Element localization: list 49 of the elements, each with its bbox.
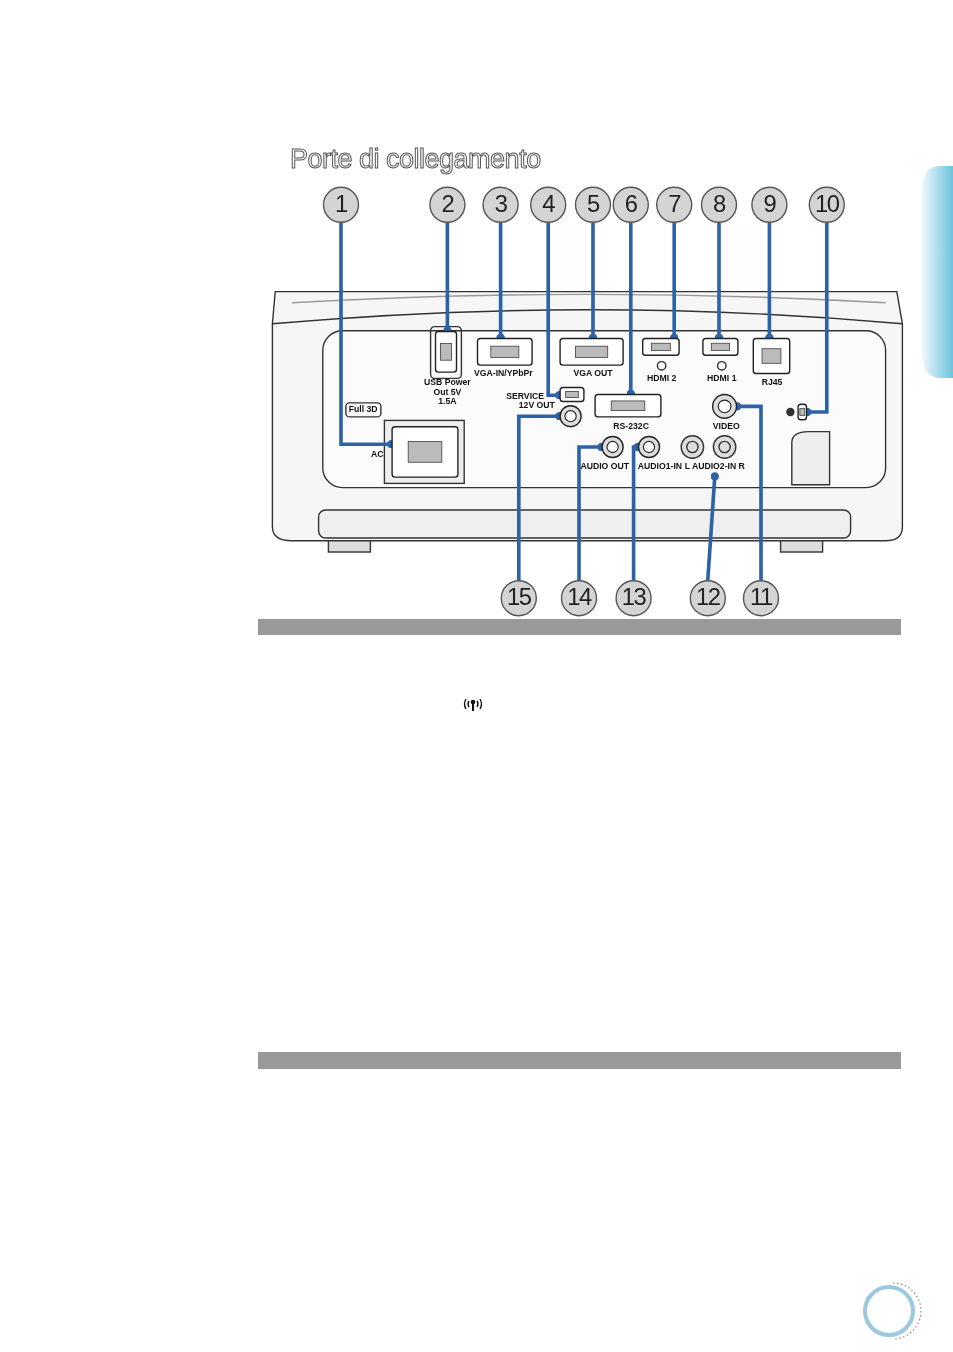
callout-number: 14	[560, 580, 598, 617]
rj45-port	[752, 337, 791, 375]
port-label: SERVICE	[506, 392, 545, 402]
callout-number: 10	[808, 186, 845, 223]
section-bar	[258, 1052, 901, 1069]
page-title: Porte di collegamento	[290, 144, 541, 175]
hdmi-port	[702, 337, 739, 356]
port-label: RS-232C	[613, 421, 649, 432]
callout-number: 4	[530, 186, 567, 223]
side-tab	[922, 166, 953, 378]
audio-jack	[601, 435, 624, 459]
callout-number: 15	[500, 580, 537, 617]
callout-number: 5	[574, 186, 612, 223]
dc-jack	[559, 405, 582, 428]
callout-number: 2	[429, 186, 466, 223]
port-label: AUDIO1-IN	[637, 462, 683, 472]
port-label: VIDEO	[712, 421, 740, 432]
hdmi-port	[642, 337, 680, 356]
port-label: AUDIO OUT	[580, 462, 629, 472]
rca-jack	[712, 393, 738, 419]
callout-number: 8	[700, 186, 738, 223]
callout-number: 12	[689, 580, 726, 617]
leader-line	[706, 472, 719, 581]
usb-port	[434, 330, 458, 373]
vga-port	[559, 337, 624, 366]
port-label: AC	[371, 449, 384, 460]
badge-label: Full 3D	[344, 402, 382, 418]
section-bar	[258, 619, 901, 635]
port-label: HDMI 2	[646, 374, 677, 384]
callout-number: 7	[656, 186, 693, 223]
lock-slot	[797, 403, 808, 421]
ac-power-socket	[391, 426, 459, 478]
vga-port	[476, 337, 533, 366]
mini-usb-port	[559, 386, 585, 403]
port-label: VGA-IN/YPbPr	[474, 368, 533, 378]
callout-number: 9	[751, 186, 788, 223]
port-label: L AUDIO2-IN R	[684, 462, 745, 472]
callout-number: 13	[615, 580, 652, 617]
port-label: 12V OUT	[518, 400, 555, 411]
port-label: USB Power Out 5V 1.5A	[423, 378, 472, 407]
serial-port	[594, 393, 662, 418]
port-label: RJ45	[761, 378, 783, 388]
callout-number: 11	[742, 580, 780, 617]
port-label: VGA OUT	[573, 368, 613, 378]
port-label: HDMI 1	[707, 374, 737, 384]
callout-number: 3	[482, 186, 519, 223]
callout-number: 1	[322, 186, 360, 223]
callout-number: 6	[612, 186, 649, 223]
audio-jack	[637, 435, 661, 459]
